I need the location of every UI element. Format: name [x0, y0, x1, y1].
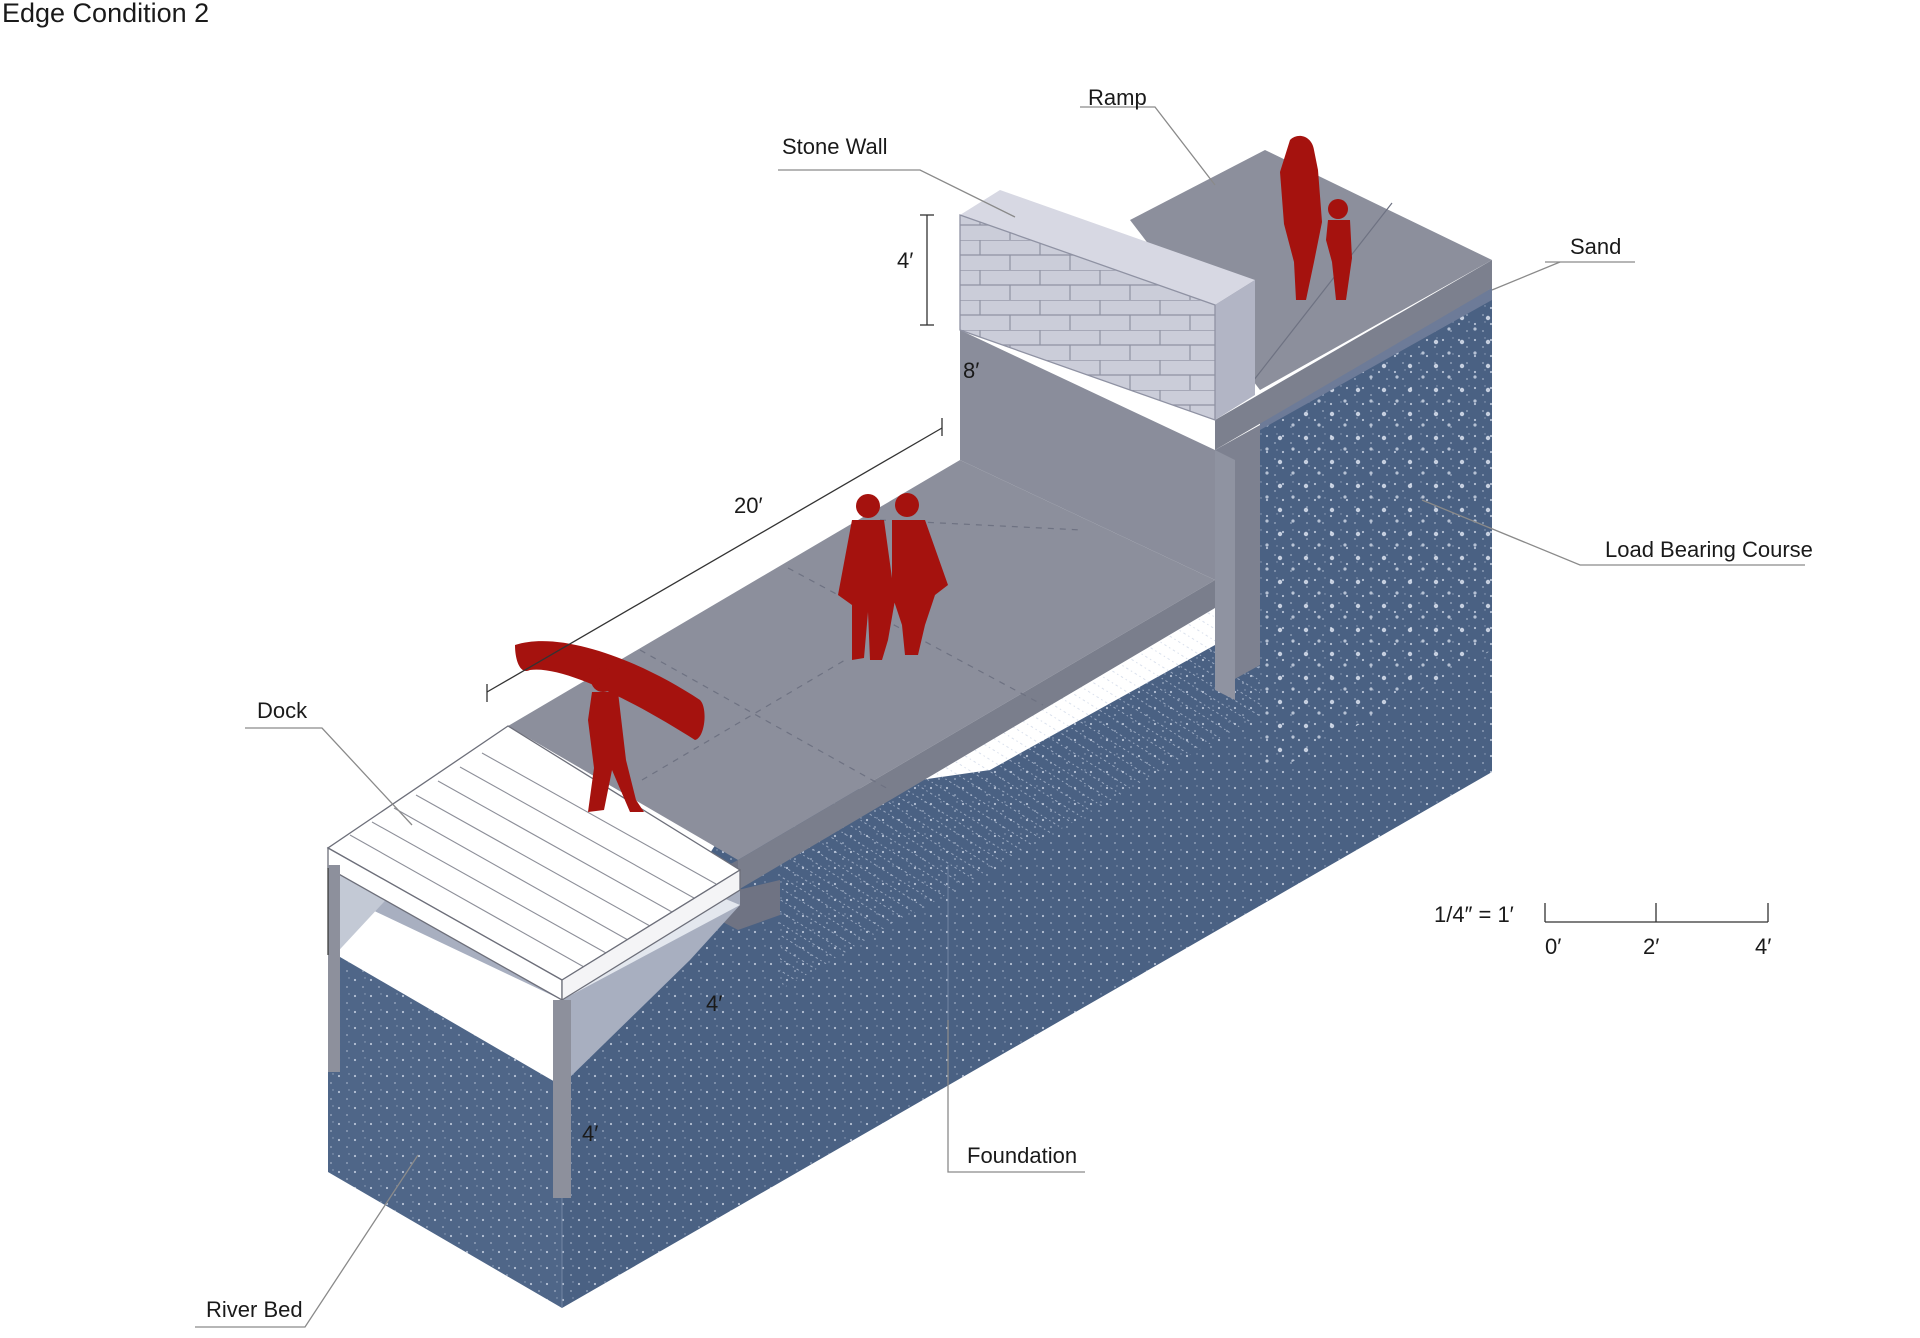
retaining-column-front	[1215, 450, 1235, 700]
retaining-front-face	[960, 330, 1215, 580]
leader-lines	[195, 106, 1805, 1328]
scale-tick-0: 0′	[1545, 934, 1561, 959]
diagram-title: Edge Condition 2	[2, 0, 209, 28]
stone-wall-end	[1215, 280, 1255, 420]
dim-walkway-length: 20′	[734, 493, 763, 518]
load-bearing-course	[1260, 288, 1492, 780]
scale-ratio: 1/4″ = 1′	[1434, 902, 1514, 927]
figures	[515, 135, 1352, 812]
label-sand: Sand	[1570, 234, 1621, 259]
walkway-top	[508, 460, 1215, 860]
dim-wall-height: 4′	[897, 248, 913, 273]
soil-body	[328, 288, 1492, 1308]
walkway-side	[738, 580, 1215, 890]
label-ramp: Ramp	[1088, 85, 1147, 110]
scale-tick-2: 2′	[1643, 934, 1659, 959]
label-stone-wall: Stone Wall	[782, 134, 888, 159]
dimension-lines	[486, 214, 1769, 923]
figure-couple	[838, 493, 948, 660]
dim-water-depth: 4′	[706, 991, 722, 1016]
figure-adult-with-child	[1280, 135, 1352, 300]
stone-wall	[959, 190, 1255, 421]
label-load-bearing-course: Load Bearing Course	[1605, 537, 1813, 562]
foundation-hatch-band	[780, 570, 1260, 990]
scale-tick-4: 4′	[1755, 934, 1771, 959]
dock-boards	[349, 752, 717, 968]
dock	[326, 725, 742, 1198]
retaining-block	[960, 330, 1260, 700]
label-river-bed: River Bed	[206, 1297, 303, 1322]
ramp-front-edge	[1215, 260, 1492, 450]
dim-post-depth: 4′	[582, 1121, 598, 1146]
stone-wall-top	[960, 190, 1255, 305]
text-labels: Edge Condition 2 Ramp Stone Wall Sand Lo…	[2, 0, 1813, 1322]
label-dock: Dock	[257, 698, 308, 723]
dock-post-front	[553, 1000, 571, 1198]
stone-wall-front	[960, 215, 1215, 420]
label-foundation: Foundation	[967, 1143, 1077, 1168]
sand-layer	[1260, 288, 1492, 430]
figure-canoe-carrier	[515, 641, 705, 812]
dock-post-left	[328, 865, 340, 1072]
dim-wall-base: 8′	[963, 358, 979, 383]
